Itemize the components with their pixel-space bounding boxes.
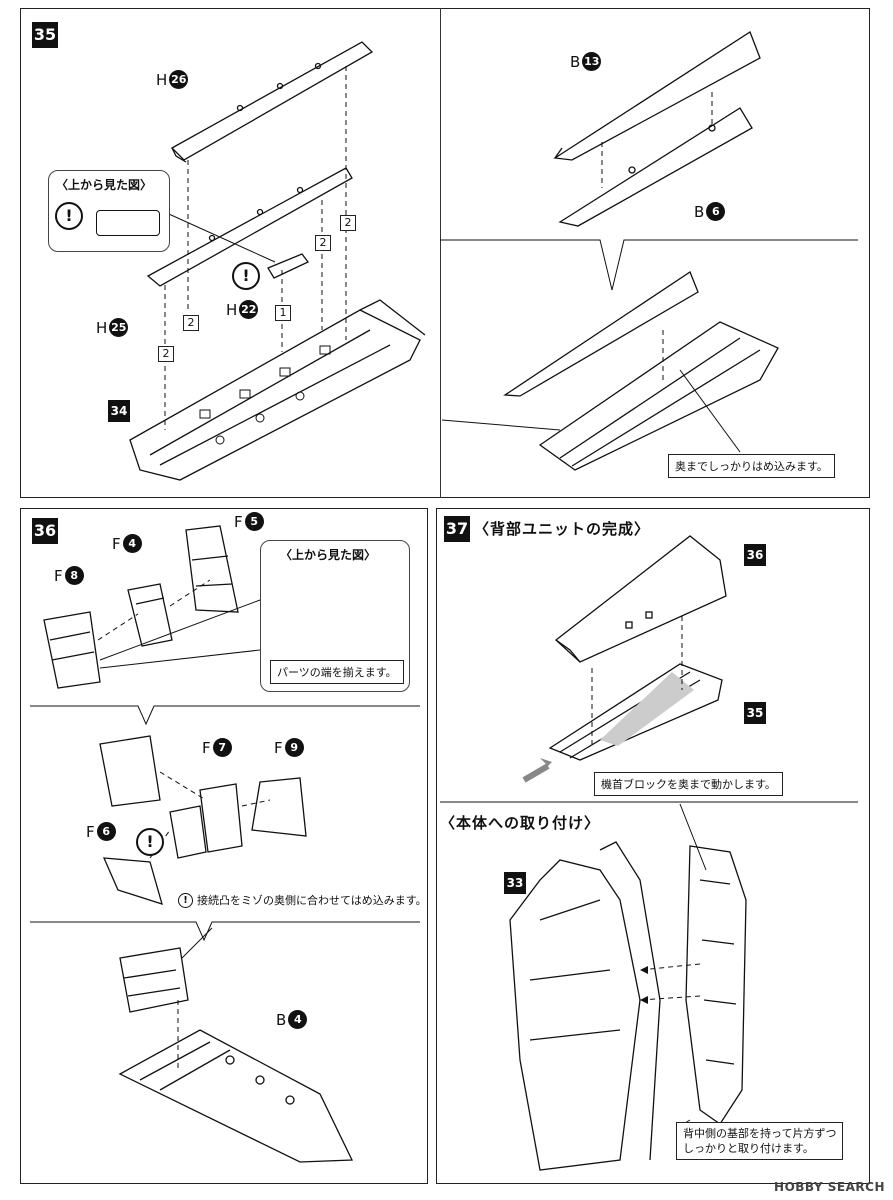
joint-note: ! 接続凸をミゾの奥側に合わせてはめ込みます。 [178, 892, 427, 908]
part-label-f6: F 6 [86, 822, 116, 841]
step-36-number: 36 [32, 518, 58, 544]
part-label-f9: F 9 [274, 738, 304, 757]
part-label-b13: B 13 [570, 52, 602, 71]
step-35-number: 35 [32, 22, 58, 48]
warning-icon: ! [136, 828, 164, 856]
part-letter: F [202, 738, 211, 757]
sequence-2: 2 [315, 235, 331, 251]
part-number-badge: 6 [96, 822, 116, 841]
part-number-badge: 7 [212, 738, 232, 757]
part-number-badge: 4 [288, 1010, 308, 1029]
part-letter: H [156, 70, 168, 89]
warning-icon: ! [232, 262, 260, 290]
sequence-2: 2 [183, 315, 199, 331]
part-number-badge: 13 [582, 52, 602, 71]
attach-note-line-1: 背中側の基部を持って片方ずつ [683, 1127, 837, 1140]
part-letter: H [226, 300, 238, 319]
step-37-title: 〈背部ユニットの完成〉 [474, 520, 651, 538]
part-label-b4: B 4 [276, 1010, 308, 1029]
joint-note-text: 接続凸をミゾの奥側に合わせてはめ込みます。 [197, 894, 427, 907]
assembly-ref-33: 33 [504, 872, 526, 894]
fit-fully-note: 奥までしっかりはめ込みます。 [668, 454, 835, 478]
attach-section-title: 〈本体への取り付け〉 [440, 814, 601, 832]
part-label-h26: H 26 [156, 70, 189, 89]
warning-icon: ! [178, 892, 193, 908]
warning-icon: ! [55, 202, 83, 230]
step-35-split-line [440, 8, 441, 498]
part-label-b6: B 6 [694, 202, 726, 221]
step-37-panel [436, 508, 870, 1184]
part-label-f5: F 5 [234, 512, 264, 531]
assembly-ref-36: 36 [744, 544, 766, 566]
sequence-1: 1 [275, 305, 291, 321]
part-letter: F [234, 512, 243, 531]
attach-note: 背中側の基部を持って片方ずつ しっかりと取り付けます。 [676, 1122, 844, 1160]
part-letter: B [276, 1010, 287, 1029]
part-letter: F [274, 738, 283, 757]
sequence-2: 2 [340, 215, 356, 231]
part-number-badge: 25 [109, 318, 129, 337]
part-number-badge: 26 [169, 70, 189, 89]
top-view-title: 〈上から見た図〉 [280, 548, 377, 562]
part-label-f4: F 4 [112, 534, 142, 553]
part-number-badge: 6 [706, 202, 726, 221]
part-letter: F [86, 822, 95, 841]
move-nose-note: 機首ブロックを奥まで動かします。 [594, 772, 783, 796]
part-number-badge: 4 [122, 534, 142, 553]
part-letter: F [54, 566, 63, 585]
part-label-f7: F 7 [202, 738, 232, 757]
part-number-badge: 9 [284, 738, 304, 757]
watermark-text: HOBBY SEARCH [774, 1180, 885, 1194]
part-letter: B [694, 202, 705, 221]
part-label-h22: H 22 [226, 300, 259, 319]
part-number-badge: 22 [239, 300, 259, 319]
assembly-ref-34: 34 [108, 400, 130, 422]
top-view-title: 〈上から見た図〉 [56, 178, 153, 192]
top-view-part-icon [96, 210, 160, 236]
part-letter: F [112, 534, 121, 553]
part-label-h25: H 25 [96, 318, 129, 337]
align-edges-note: パーツの端を揃えます。 [270, 660, 404, 684]
part-letter: B [570, 52, 581, 71]
part-number-badge: 5 [244, 512, 264, 531]
part-label-f8: F 8 [54, 566, 84, 585]
part-letter: H [96, 318, 108, 337]
attach-note-line-2: しっかりと取り付けます。 [683, 1142, 814, 1155]
step-35-panel [20, 8, 870, 498]
sequence-2: 2 [158, 346, 174, 362]
assembly-ref-35: 35 [744, 702, 766, 724]
part-number-badge: 8 [64, 566, 84, 585]
step-37-number: 37 [444, 516, 470, 542]
